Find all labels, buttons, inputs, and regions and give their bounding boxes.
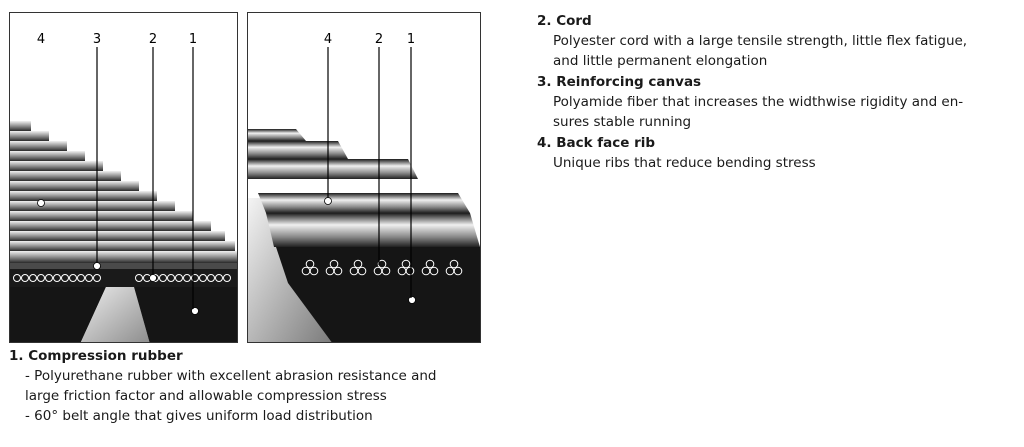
cord-trefoils [301,259,463,276]
part-number-labels-section: 4 2 1 [324,32,415,47]
label-cord: 2 [149,32,157,47]
label-compression-rubber: 1 [189,32,197,47]
compression-rubber-line-3: - 60° belt angle that gives uniform load… [25,408,373,424]
legend-back-face-rib: 4. Back face rib Unique ribs that reduce… [537,133,1017,173]
legend-rib-title: 4. Back face rib [537,135,656,151]
compression-rubber-title: 1. Compression rubber [9,348,183,364]
parts-legend: 2. Cord Polyester cord with a large tens… [537,11,1017,174]
legend-cord-line-2: and little permanent elongation [553,53,768,69]
compression-rubber-caption: 1. Compression rubber - Polyurethane rub… [9,346,509,426]
legend-cord-line-1: Polyester cord with a large tensile stre… [553,33,968,49]
back-face-rib-marker [324,197,332,205]
legend-rib-line-1: Unique ribs that reduce bending stress [553,155,816,171]
belt-cross-section-illustration: 4 2 1 [248,32,480,342]
label-back-face-rib: 4 [37,32,45,47]
label-compression-rubber-section: 1 [407,32,415,47]
leader-lines [96,47,194,309]
legend-reinforcing-canvas: 3. Reinforcing canvas Polyamide fiber th… [537,72,1017,132]
compression-rubber-line-1: - Polyurethane rubber with excellent abr… [25,368,437,384]
belt-cross-section-panel: 4 2 1 [247,12,481,343]
compression-rubber-section [288,283,480,342]
legend-canvas-line-2: sures stable running [553,114,692,130]
legend-cord-title: 2. Cord [537,13,592,29]
legend-canvas-title: 3. Reinforcing canvas [537,74,702,90]
part-number-labels: 4 3 2 1 [37,32,197,47]
belt-side-view-panel: 4 3 2 1 [9,12,238,343]
back-face-ribs-section [248,129,480,247]
compression-rubber-cogs [10,287,237,342]
back-face-ribs [10,121,237,263]
compression-rubber-line-2: large friction factor and allowable comp… [25,388,387,404]
leader-markers [37,199,157,282]
legend-cord: 2. Cord Polyester cord with a large tens… [537,11,1017,71]
leader-lines-section [327,47,412,298]
compression-rubber-marker [191,307,199,315]
belt-side-view-illustration: 4 3 2 1 [10,32,237,342]
compression-rubber-marker-section [408,296,416,304]
legend-canvas-line-1: Polyamide fiber that increases the width… [553,94,964,110]
cord-circles [13,274,231,282]
canvas-strip [10,263,237,269]
label-back-face-rib-section: 4 [324,32,332,47]
label-reinforcing-canvas: 3 [93,32,101,47]
label-cord-section: 2 [375,32,383,47]
cord-band [10,269,237,287]
